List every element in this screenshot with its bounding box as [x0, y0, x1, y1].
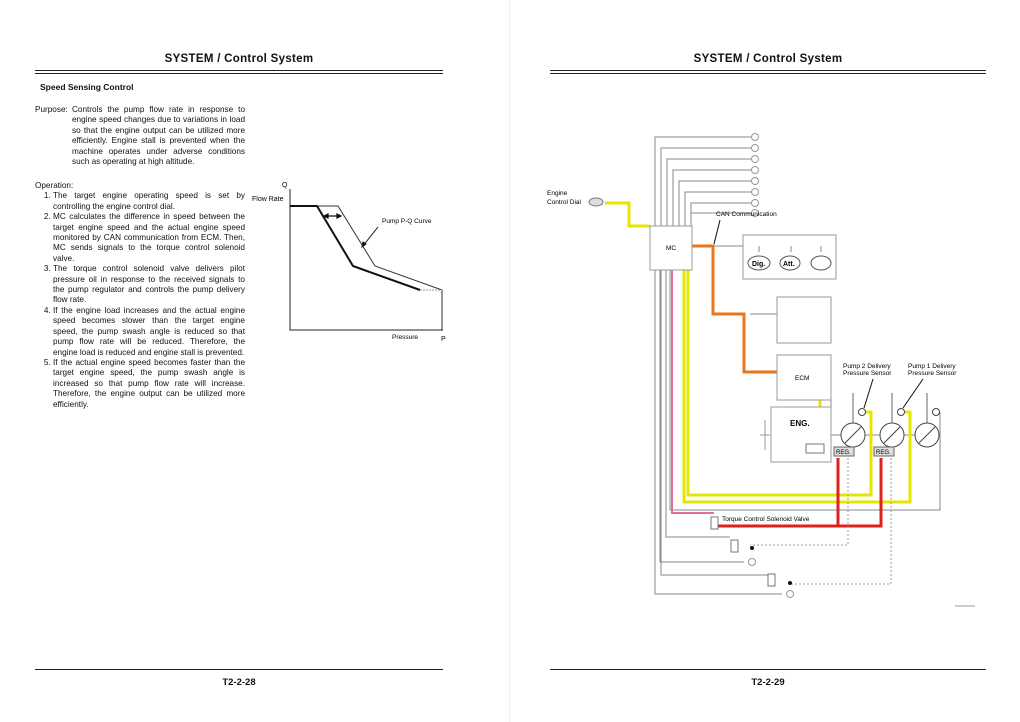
pump2-sensor-line — [686, 270, 873, 497]
fan-icon — [760, 420, 770, 450]
torque-valve-signal-line — [671, 270, 714, 514]
pressure-sensor — [748, 558, 756, 566]
solenoid-valve — [730, 539, 739, 553]
pump1-sensor-line — [682, 270, 912, 504]
controller-box — [776, 296, 832, 344]
can-communication-line — [692, 244, 777, 374]
page-header: SYSTEM / Control System — [693, 53, 843, 65]
purpose-paragraph: Purpose: Controls the pump flow rate in … — [35, 105, 245, 167]
operation-label: Operation: — [35, 181, 74, 190]
page-number: T2-2-29 — [751, 677, 785, 688]
reduced-pq-curve — [290, 205, 421, 291]
solenoid-valve — [767, 573, 776, 587]
curve-pointer-arrow — [361, 226, 379, 249]
engine-speed-sensor — [805, 443, 825, 454]
header-rule — [550, 70, 986, 74]
engine-label: ENG. — [790, 419, 810, 428]
connector-terminals — [751, 133, 759, 217]
mc-box — [649, 225, 693, 271]
att-gauge — [779, 255, 801, 271]
pilot-pressure-line — [718, 458, 883, 528]
att-label: Att. — [783, 261, 795, 268]
pressure-sensor — [786, 590, 794, 598]
torque-control-solenoid-valve — [710, 516, 719, 530]
pump2-sensor-label: Pressure Sensor — [843, 370, 892, 377]
pump2-sensor-label: Pump 2 Delivery — [843, 363, 891, 370]
section-title: Speed Sensing Control — [40, 82, 134, 92]
y-axis-label: Flow Rate — [252, 196, 284, 203]
reg-label: REG. — [876, 450, 891, 456]
operation-step: The torque control solenoid valve delive… — [53, 264, 245, 306]
shift-arrow — [322, 213, 343, 219]
operation-steps: The target engine operating speed is set… — [35, 191, 245, 410]
can-label: CAN Communication — [716, 211, 777, 218]
right-page: SYSTEM / Control System Engine Control D… — [510, 0, 1020, 722]
figure-code-mark — [955, 605, 975, 607]
header-rule — [35, 70, 443, 74]
regulator-pump2 — [833, 446, 855, 457]
pq-curve-graph: Q Flow Rate Pump P-Q Curve Pressure P — [252, 182, 446, 343]
page-header: SYSTEM / Control System — [164, 53, 314, 65]
dial-signal-line — [605, 201, 650, 228]
operation-step: If the actual engine speed becomes faste… — [53, 358, 245, 410]
x-axis-label: Pressure — [392, 334, 418, 341]
operation-section: Operation: The target engine operating s… — [35, 181, 245, 410]
pumps — [840, 393, 940, 448]
axes — [289, 189, 443, 331]
pilot-dashed-lines — [750, 458, 892, 585]
left-page: SYSTEM / Control System Speed Sensing Co… — [0, 0, 510, 722]
regulator-pump1 — [873, 446, 895, 457]
mc-label: MC — [666, 245, 676, 252]
ecm-label: ECM — [795, 375, 809, 382]
ecm-box — [776, 354, 832, 401]
engine-dial-label: Control Dial — [547, 199, 582, 206]
footer-rule — [550, 669, 986, 670]
page-number: T2-2-28 — [222, 677, 256, 688]
operation-step: The target engine operating speed is set… — [53, 191, 245, 212]
dig-gauge — [747, 255, 771, 271]
sensor-pointers — [863, 378, 924, 409]
junction — [788, 581, 792, 585]
page-gutter — [509, 0, 510, 722]
pump-pq-curve — [317, 205, 443, 330]
y-axis-symbol: Q — [282, 182, 288, 189]
can-pointer — [713, 219, 721, 245]
pump1-sensor-label: Pressure Sensor — [908, 370, 957, 377]
engine-box — [770, 406, 832, 463]
junction — [750, 546, 754, 550]
operation-step: If the engine load increases and the act… — [53, 306, 245, 358]
blank-gauge — [810, 255, 832, 271]
purpose-label: Purpose: — [35, 105, 68, 114]
torque-valve-label: Torque Control Solenoid Valve — [722, 516, 810, 523]
purpose-text: Controls the pump flow rate in response … — [72, 105, 245, 167]
reg-label: REG. — [836, 450, 851, 456]
operation-step: MC calculates the difference in speed be… — [53, 212, 245, 264]
curve-label: Pump P-Q Curve — [382, 218, 432, 225]
footer-rule — [35, 669, 443, 670]
engine-control-dial-icon — [588, 197, 604, 207]
x-axis-symbol: P — [441, 336, 446, 343]
dig-label: Dig. — [752, 261, 765, 268]
engine-dial-label: Engine — [547, 190, 568, 197]
pump1-sensor-label: Pump 1 Delivery — [908, 363, 956, 370]
